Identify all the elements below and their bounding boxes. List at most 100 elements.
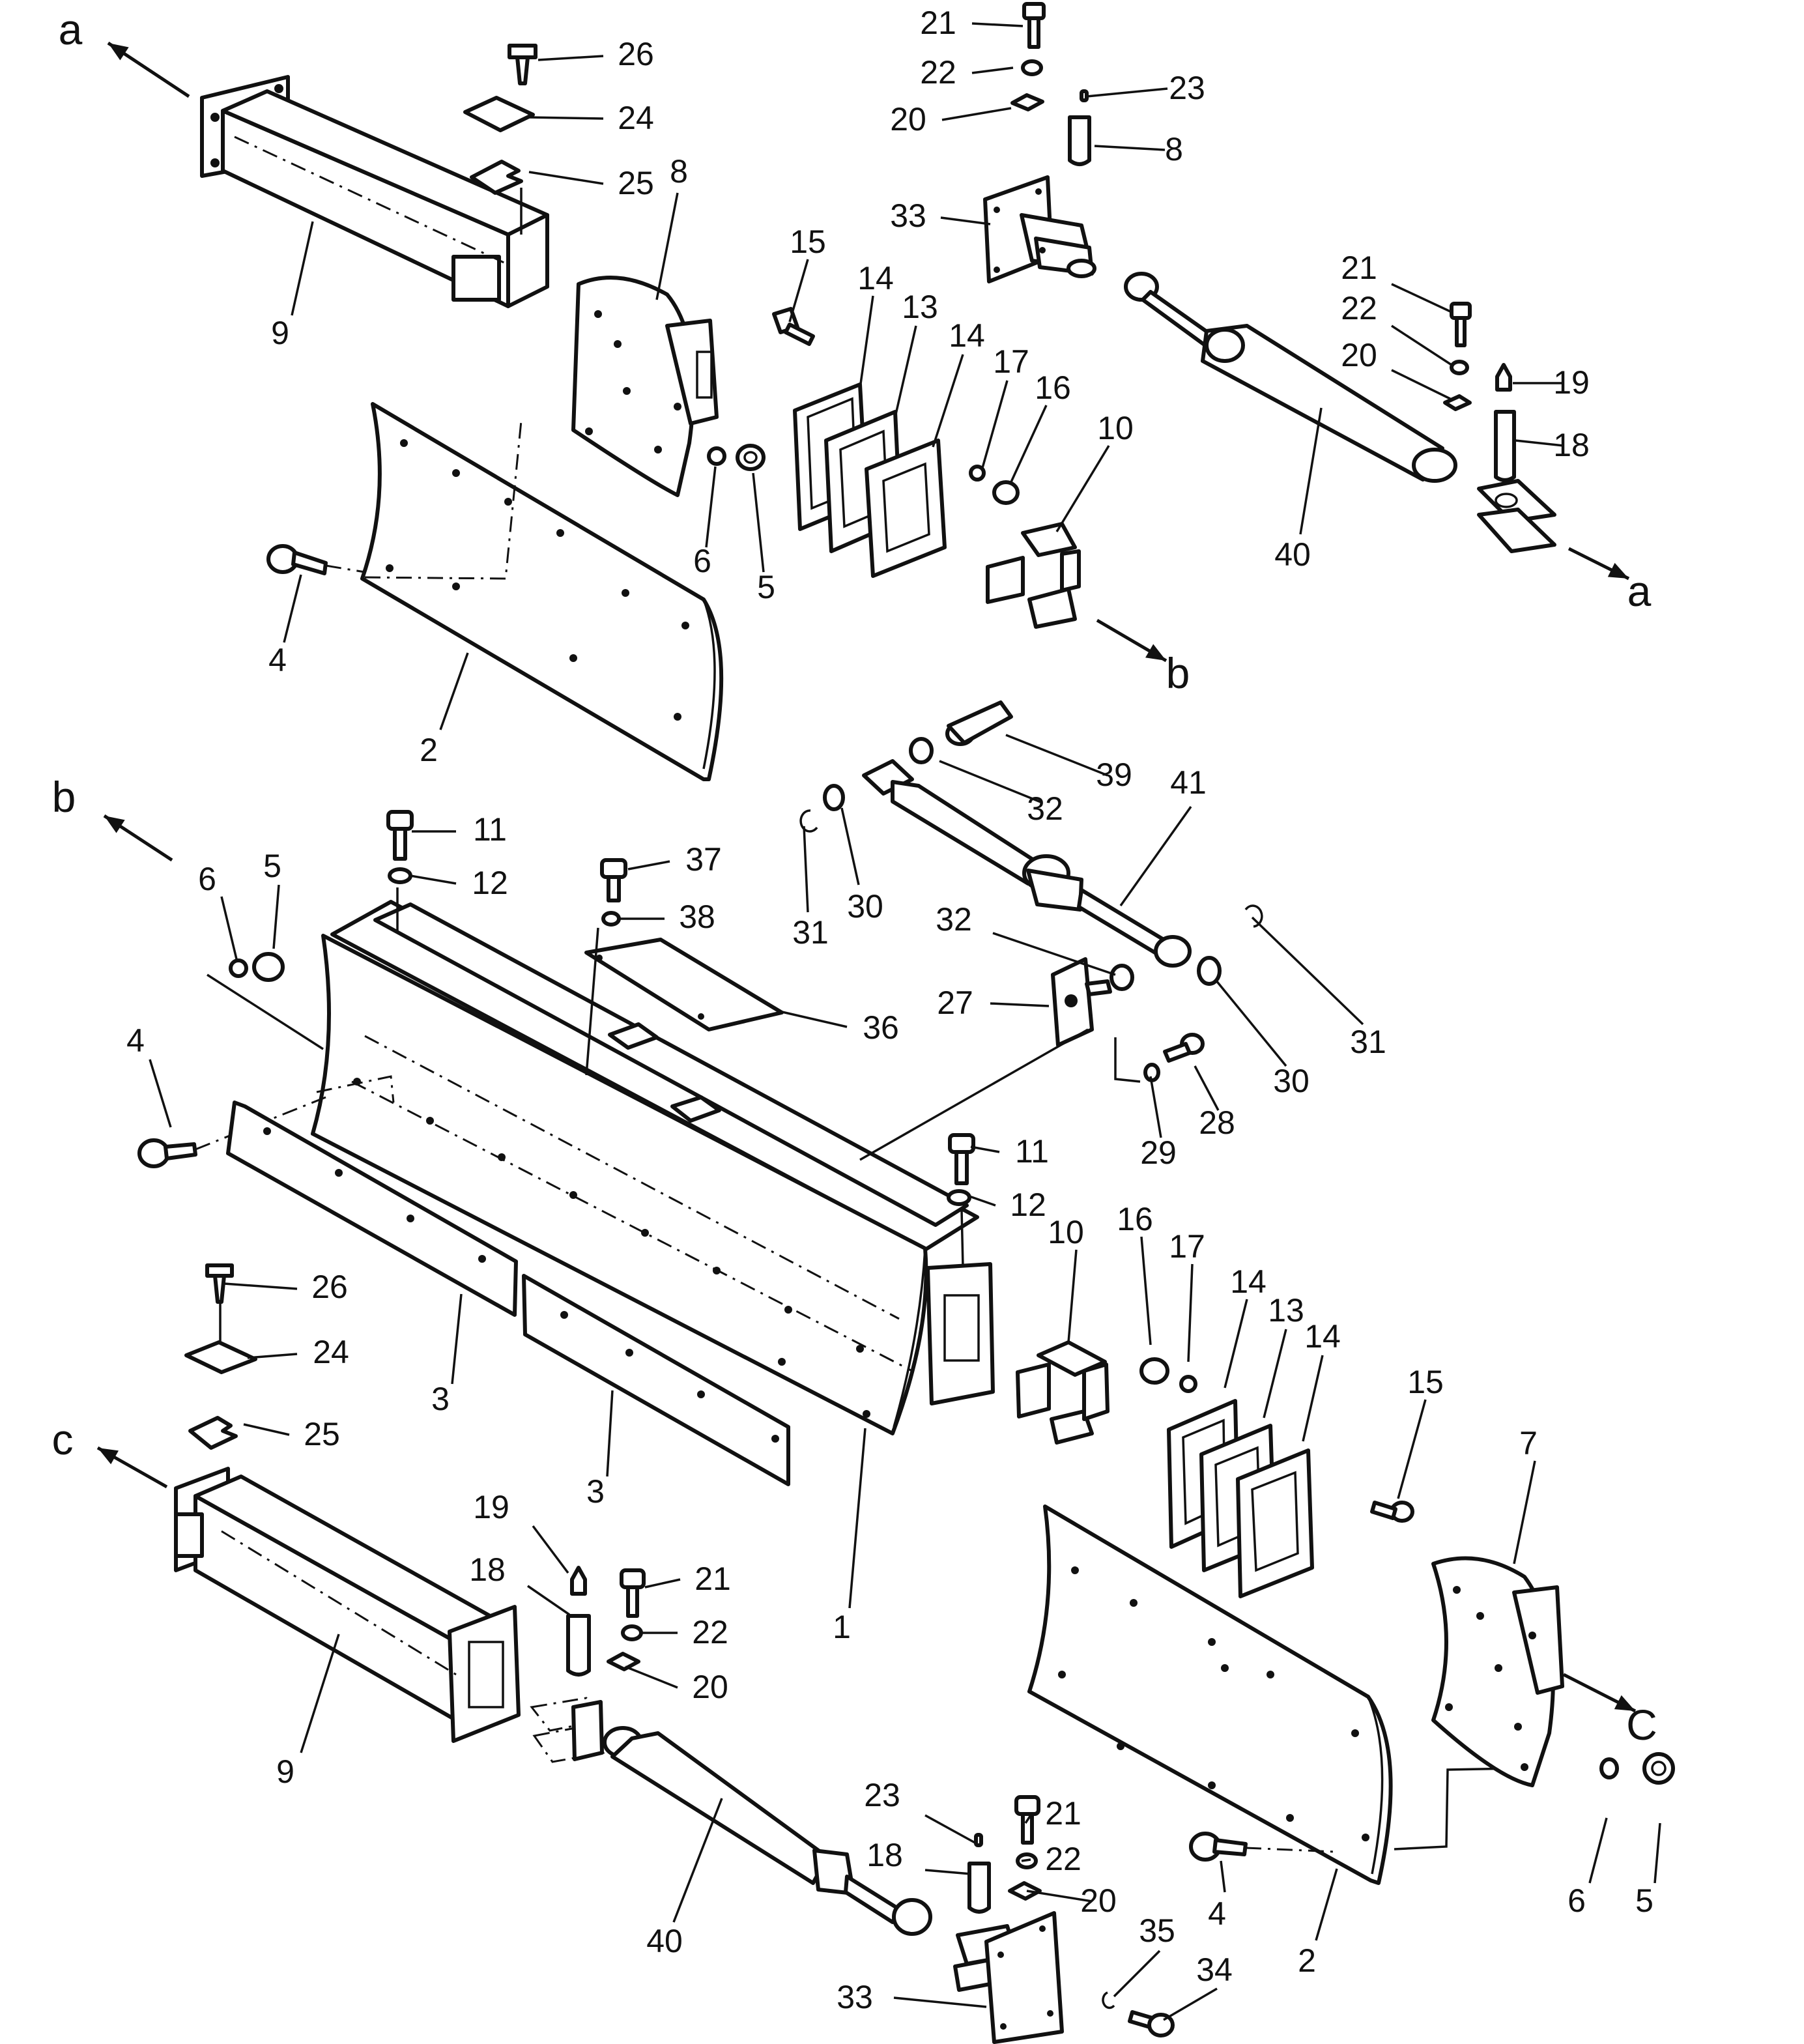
- part-label-l28: 28: [1199, 1104, 1235, 1141]
- snap-ring-31-left: [799, 809, 818, 833]
- upper-washer-17: [969, 465, 986, 482]
- ref-letter-rc2: C: [1626, 1701, 1657, 1749]
- leader-line-l18a: [1515, 439, 1564, 447]
- bottom-bolt-34: [1128, 2010, 1175, 2037]
- cutting-edge-left: [226, 1101, 518, 1317]
- part-label-l16a: 16: [1035, 369, 1071, 406]
- upper-cylinder-bracket: [983, 175, 1096, 283]
- ref-letter-rb2: b: [52, 773, 76, 821]
- part-label-l2b: 2: [1298, 1942, 1316, 1979]
- upper-frame-lug: [1477, 479, 1556, 553]
- lower-nut-16: [1139, 1357, 1169, 1385]
- top-washer-22: [1021, 59, 1043, 76]
- lower-washer-17: [1179, 1375, 1197, 1393]
- leader-line-l32a: [939, 760, 1043, 804]
- leader-line-l24a: [527, 116, 604, 120]
- part-label-l30a: 30: [847, 888, 883, 925]
- leader-line-l21d: [1024, 1815, 1032, 1824]
- leader-line-l25a: [528, 171, 604, 185]
- part-label-l5c: 5: [1635, 1882, 1654, 1919]
- part-label-l26b: 26: [311, 1269, 348, 1305]
- leader-line-l19b: [532, 1525, 569, 1574]
- part-label-l9a: 9: [271, 315, 289, 351]
- leader-line-l22d: [1021, 1858, 1031, 1862]
- leader-line-l11b: [970, 1145, 1000, 1153]
- part-label-l6c: 6: [1568, 1882, 1586, 1919]
- upper-nut-16: [992, 480, 1020, 505]
- leader-line-l14a: [859, 295, 874, 389]
- ref-arrow-head-rb2: [104, 816, 125, 833]
- left-washer-6: [229, 958, 248, 978]
- bottom-pin-23: [974, 1833, 983, 1847]
- part-label-l22d: 22: [1045, 1841, 1081, 1877]
- leader-line-l2b: [1315, 1868, 1338, 1941]
- ref-arrow-head-rc2: [1614, 1695, 1635, 1711]
- lower-plate-24: [184, 1340, 257, 1374]
- part-label-l41: 41: [1170, 764, 1207, 801]
- leader-line-l6b: [220, 896, 238, 962]
- leader-line-l5a: [752, 472, 765, 573]
- part-label-l14c: 14: [1230, 1263, 1267, 1300]
- ref-arrow-head-rc1: [98, 1448, 119, 1465]
- pin-39: [945, 700, 1013, 746]
- leader-line-l7: [1513, 1460, 1536, 1564]
- leader-line-l40b: [672, 1798, 723, 1923]
- left-nut-5: [252, 952, 285, 982]
- part-label-l18a: 18: [1553, 427, 1590, 463]
- leader-line-l23a: [1086, 87, 1168, 98]
- leader-line-l30b: [1214, 979, 1287, 1067]
- part-label-l21a: 21: [920, 5, 956, 41]
- leader-line-l27: [990, 1002, 1050, 1007]
- part-label-l33b: 33: [837, 1979, 873, 2015]
- part-label-l1: 1: [833, 1609, 851, 1645]
- upper-end-plate: [571, 276, 719, 497]
- part-label-l24b: 24: [313, 1334, 349, 1370]
- leader-line-l25b: [243, 1423, 290, 1436]
- washer-32-mid: [1110, 964, 1134, 991]
- leader-line-l4b: [149, 1059, 172, 1128]
- leader-line-l15b: [1397, 1399, 1427, 1499]
- leader-line-l31b: [1251, 916, 1364, 1026]
- leader-line-l5b: [272, 884, 280, 949]
- part-label-l37: 37: [685, 841, 722, 878]
- leader-line-l5c: [1654, 1822, 1661, 1884]
- part-label-l16b: 16: [1117, 1201, 1153, 1237]
- leader-line-l22b: [1391, 324, 1452, 366]
- cutting-edge-right: [522, 1274, 790, 1486]
- upper-liner-14b: [865, 439, 947, 578]
- ref-arrow-head-rb1: [1145, 644, 1166, 661]
- part-label-l12b: 12: [1010, 1187, 1046, 1223]
- part-label-l19a: 19: [1553, 364, 1590, 401]
- part-label-l38: 38: [679, 899, 715, 935]
- part-label-l13a: 13: [902, 289, 938, 325]
- upper-bolt-21b: [1450, 302, 1472, 347]
- leader-line-l6c: [1588, 1817, 1608, 1884]
- lower-lock-plate-20: [607, 1652, 640, 1671]
- part-label-l20a: 20: [890, 101, 926, 137]
- leader-line-l21a: [971, 22, 1024, 27]
- part-label-l29: 29: [1140, 1134, 1177, 1171]
- middle-hydraulic-cylinder: [862, 759, 1192, 968]
- leader-line-l16a: [1009, 405, 1048, 485]
- lower-bolt-21: [620, 1568, 646, 1618]
- part-label-l31b: 31: [1350, 1024, 1386, 1060]
- part-label-l5b: 5: [263, 848, 281, 884]
- ref-letter-ra2: a: [1627, 567, 1652, 615]
- lower-grease-19: [570, 1566, 587, 1596]
- part-label-l4a: 4: [268, 642, 287, 678]
- bottom-snap-ring-35: [1102, 1991, 1115, 2009]
- leader-line-l3a: [451, 1293, 463, 1385]
- leader-line-l12a: [410, 874, 457, 885]
- part-label-l18b: 18: [469, 1551, 506, 1588]
- washer-30-right: [1197, 956, 1222, 986]
- part-label-l21b: 21: [1341, 250, 1377, 286]
- part-label-l40b: 40: [646, 1923, 683, 1959]
- leader-line-l24b: [247, 1353, 298, 1359]
- leader-line-l33a: [940, 216, 991, 225]
- leader-line-l30a: [840, 807, 860, 885]
- upper-shim-25: [470, 160, 523, 195]
- upper-nut-5: [736, 444, 766, 471]
- part-label-l2a: 2: [420, 732, 438, 768]
- upper-pin-18: [1494, 410, 1516, 482]
